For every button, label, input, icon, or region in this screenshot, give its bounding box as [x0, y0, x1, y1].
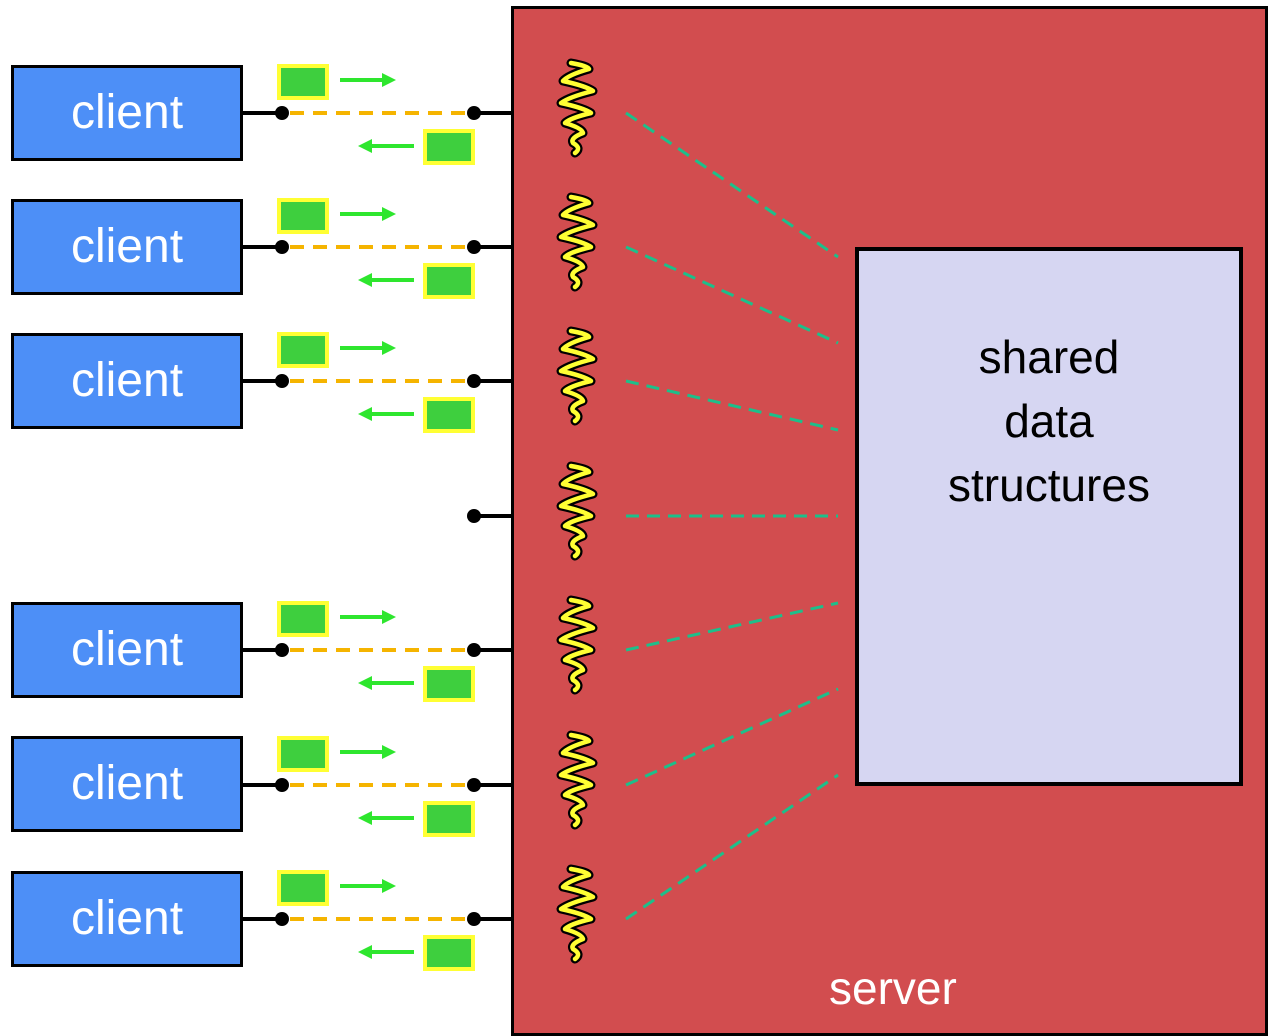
- shared-label-line-1: shared: [978, 330, 1120, 383]
- thread-icon-1: [558, 60, 596, 156]
- shared-data-box: shared data structures: [855, 247, 1243, 786]
- message-in-icon-2: [423, 263, 475, 299]
- arrow-right-icon-7: [382, 879, 396, 893]
- thread-shared-link-2: [625, 245, 839, 345]
- arrow-right-icon-5: [382, 610, 396, 624]
- thread-icon-2: [558, 194, 596, 290]
- client-socket-dot-6: [275, 778, 289, 792]
- thread-shared-link-1: [625, 111, 839, 259]
- arrow-left-icon-1: [358, 139, 372, 153]
- message-out-icon-6: [277, 736, 329, 772]
- server-socket-dot-5: [467, 643, 481, 657]
- arrow-left-icon-3: [358, 407, 372, 421]
- client-socket-dot-3: [275, 374, 289, 388]
- client-socket-dot-2: [275, 240, 289, 254]
- arrow-right-icon-1: [382, 73, 396, 87]
- thread-icon-6: [558, 732, 596, 828]
- server-socket-dot-4: [467, 509, 481, 523]
- server-label: server: [829, 962, 957, 1014]
- server-socket-dot-7: [467, 912, 481, 926]
- message-out-icon-1: [277, 64, 329, 100]
- client-socket-dot-5: [275, 643, 289, 657]
- arrow-left-icon-7: [358, 945, 372, 959]
- server-socket-dot-1: [467, 106, 481, 120]
- arrow-right-icon-3: [382, 341, 396, 355]
- thread-shared-link-6: [625, 687, 839, 787]
- message-in-icon-3: [423, 397, 475, 433]
- arrow-right-icon-6: [382, 745, 396, 759]
- client-box-3: client: [11, 333, 243, 429]
- server-socket-dot-2: [467, 240, 481, 254]
- message-in-icon-7: [423, 935, 475, 971]
- shared-label-line-3: structures: [948, 458, 1150, 511]
- thread-shared-link-3: [625, 379, 839, 432]
- client-box-5: client: [11, 602, 243, 698]
- client-socket-dot-1: [275, 106, 289, 120]
- message-in-icon-5: [423, 666, 475, 702]
- arrow-right-icon-2: [382, 207, 396, 221]
- thread-shared-link-5: [625, 601, 839, 652]
- thread-icon-7: [558, 866, 596, 962]
- thread-icon-5: [558, 597, 596, 693]
- client-box-7: client: [11, 871, 243, 967]
- thread-shared-link-7: [625, 773, 839, 921]
- message-out-icon-2: [277, 198, 329, 234]
- message-in-icon-6: [423, 801, 475, 837]
- arrow-left-icon-6: [358, 811, 372, 825]
- server-socket-dot-3: [467, 374, 481, 388]
- client-box-2: client: [11, 199, 243, 295]
- thread-icon-4: [558, 463, 596, 559]
- message-in-icon-1: [423, 129, 475, 165]
- client-socket-dot-7: [275, 912, 289, 926]
- message-out-icon-7: [277, 870, 329, 906]
- arrow-left-icon-2: [358, 273, 372, 287]
- client-box-6: client: [11, 736, 243, 832]
- message-out-icon-5: [277, 601, 329, 637]
- thread-icon-3: [558, 328, 596, 424]
- message-out-icon-3: [277, 332, 329, 368]
- shared-label-line-2: data: [1004, 394, 1094, 447]
- client-box-1: client: [11, 65, 243, 161]
- server-socket-dot-6: [467, 778, 481, 792]
- arrow-left-icon-5: [358, 676, 372, 690]
